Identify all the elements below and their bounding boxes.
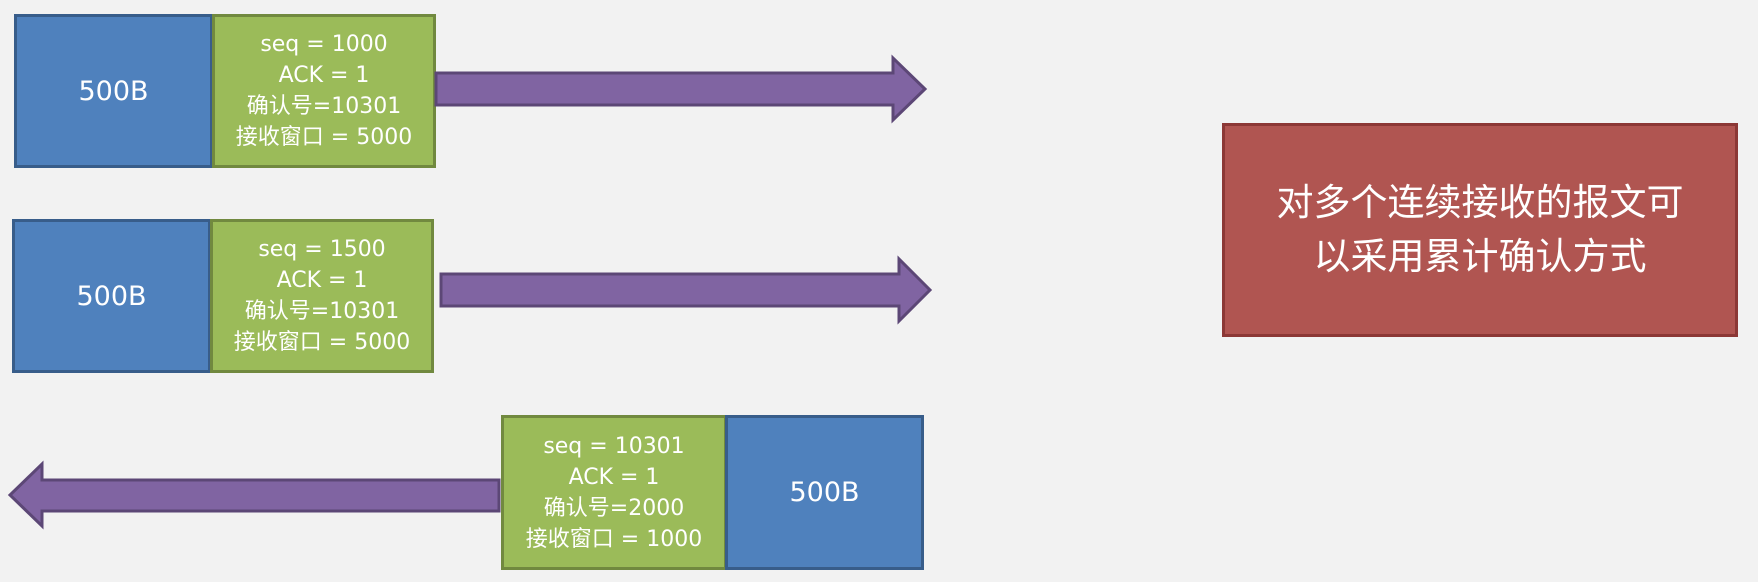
- packet-1-payload: 500B: [14, 14, 213, 168]
- ack-number-label: 确认号=10301: [244, 299, 400, 324]
- payload-label: 500B: [76, 280, 147, 312]
- note-line-2: 以采用累计确认方式: [1313, 235, 1647, 278]
- seq-label: seq = 1500: [258, 237, 386, 262]
- payload-label: 500B: [78, 75, 149, 107]
- ack-number-label: 确认号=2000: [543, 495, 685, 521]
- cumulative-ack-note: 对多个连续接收的报文可 以采用累计确认方式: [1222, 123, 1738, 337]
- ack-number-label: 确认号=10301: [246, 94, 402, 119]
- window-label: 接收窗口 = 5000: [233, 330, 411, 355]
- reply-payload: 500B: [725, 415, 924, 570]
- seq-label: seq = 10301: [543, 433, 685, 459]
- ack-flag-label: ACK = 1: [276, 268, 368, 293]
- reply-header: seq = 10301 ACK = 1 确认号=2000 接收窗口 = 1000: [501, 415, 727, 570]
- ack-flag-label: ACK = 1: [278, 63, 370, 88]
- payload-label: 500B: [789, 477, 860, 508]
- packet-2-payload: 500B: [12, 219, 211, 373]
- window-label: 接收窗口 = 5000: [235, 125, 413, 150]
- packet-1-header: seq = 1000 ACK = 1 确认号=10301 接收窗口 = 5000: [212, 14, 436, 168]
- window-label: 接收窗口 = 1000: [525, 526, 703, 552]
- note-line-1: 对多个连续接收的报文可: [1276, 181, 1684, 224]
- ack-flag-label: ACK = 1: [568, 464, 660, 490]
- seq-label: seq = 1000: [260, 32, 388, 57]
- packet-2-header: seq = 1500 ACK = 1 确认号=10301 接收窗口 = 5000: [210, 219, 434, 373]
